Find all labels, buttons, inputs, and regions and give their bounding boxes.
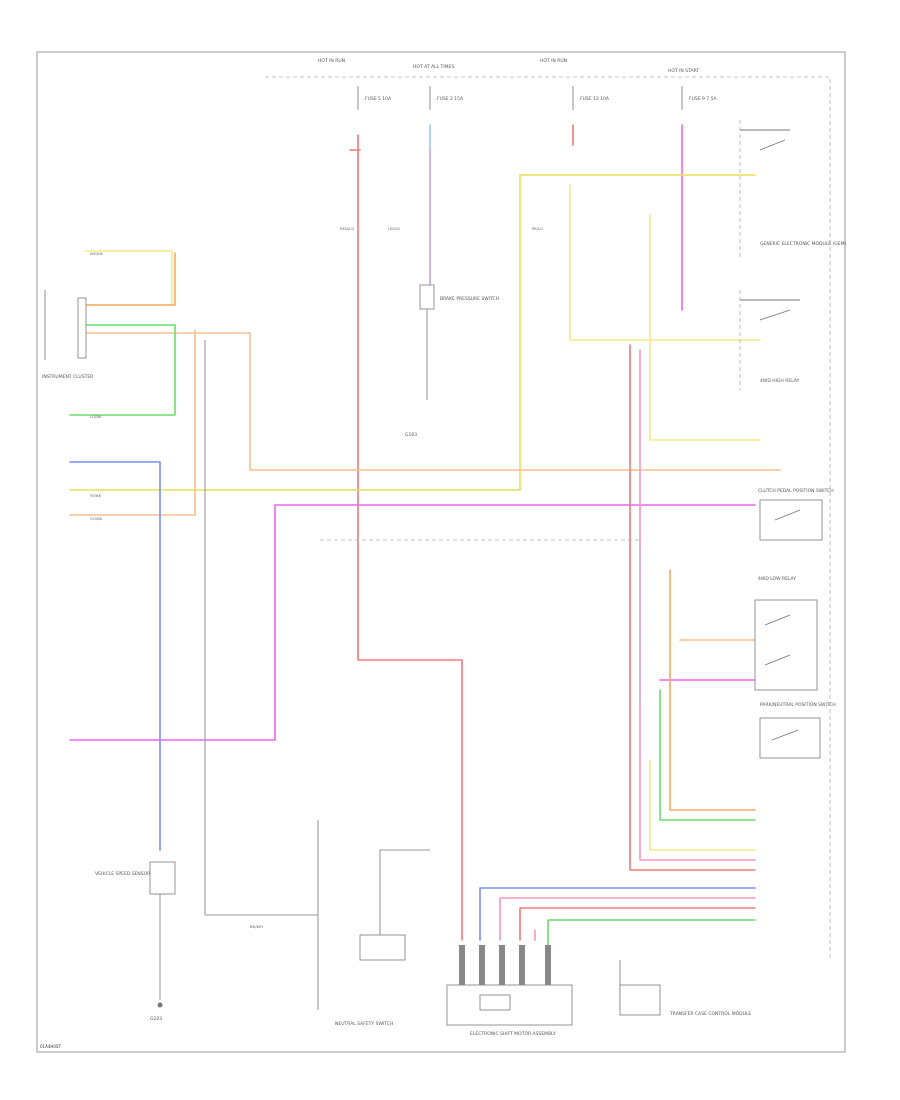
power-bus-dashed <box>265 76 831 960</box>
svg-text:TRANSFER CASE CONTROL MODULE: TRANSFER CASE CONTROL MODULE <box>669 1011 751 1017</box>
gem-relay-top: GENERIC ELECTRONIC MODULE (GEM) <box>739 120 847 260</box>
wire-code-1: RED/LG <box>340 226 354 231</box>
fuse-header-4: HOT IN START <box>668 68 699 74</box>
svg-text:NEUTRAL SAFETY SWITCH: NEUTRAL SAFETY SWITCH <box>335 1021 393 1027</box>
svg-text:BRAKE PRESSURE SWITCH: BRAKE PRESSURE SWITCH <box>440 296 499 302</box>
wire-code-2: LB/OG <box>388 226 400 231</box>
svg-text:PARK/NEUTRAL POSITION SWITCH: PARK/NEUTRAL POSITION SWITCH <box>760 702 836 708</box>
diagram-id: 01A4H0ST <box>40 1044 61 1049</box>
svg-text:4WD HIGH RELAY: 4WD HIGH RELAY <box>760 378 800 384</box>
wire-yellow-left <box>84 250 173 306</box>
wire-yellow-lower <box>649 759 756 851</box>
svg-text:VEHICLE SPEED SENSOR: VEHICLE SPEED SENSOR <box>95 871 150 877</box>
vehicle-speed-sensor: VEHICLE SPEED SENSOR <box>95 861 176 895</box>
wire-red-main <box>357 134 463 941</box>
gray-wire-cluster-down <box>204 340 318 916</box>
gem-relay-mid: 4WD HIGH RELAY <box>739 290 800 390</box>
neutral-safety-switch: NEUTRAL SAFETY SWITCH <box>335 934 406 1027</box>
svg-text:FUSE 5 10A: FUSE 5 10A <box>365 96 392 102</box>
wire-yellow-top <box>69 174 756 491</box>
fuse-3: FUSE 13 10A <box>572 86 610 110</box>
relay-4wd-high: PARK/NEUTRAL POSITION SWITCH <box>759 702 836 759</box>
wire-blue-motor <box>479 887 756 941</box>
svg-text:ELECTRONIC SHIFT MOTOR ASSEMBL: ELECTRONIC SHIFT MOTOR ASSEMBLY <box>470 1031 556 1037</box>
fuse-4: FUSE 9 7.5A <box>681 86 717 110</box>
svg-text:GENERIC ELECTRONIC MODULE (GEM: GENERIC ELECTRONIC MODULE (GEM) <box>760 241 847 247</box>
ground-g103: G103 <box>150 1002 163 1022</box>
fuse-2: FUSE 2 15A <box>429 86 464 110</box>
fuse-header-1: HOT IN RUN <box>318 58 345 64</box>
wire-orange-1 <box>84 252 176 306</box>
wire-lightyellow-1 <box>569 184 761 341</box>
svg-text:CLUTCH PEDAL POSITION SWITCH: CLUTCH PEDAL POSITION SWITCH <box>758 488 834 494</box>
wire-orange-3 <box>69 329 196 516</box>
svg-text:G103: G103 <box>405 432 417 438</box>
motor-pins <box>459 945 551 985</box>
wire-code-5: OG/BK <box>90 516 103 521</box>
wire-code-4: WH/LB <box>90 251 103 256</box>
gray-wire-dashed-gem <box>320 539 641 700</box>
transfer-case-control-module: TRANSFER CASE CONTROL MODULE <box>619 984 751 1017</box>
svg-text:G103: G103 <box>150 1016 162 1022</box>
wire-orange-2 <box>84 332 781 471</box>
wire-blue-sensor <box>69 461 161 851</box>
svg-text:4WD LOW RELAY: 4WD LOW RELAY <box>758 576 796 582</box>
instrument-cluster-connector: INSTRUMENT CLUSTER <box>42 290 93 380</box>
clutch-pedal-switch: CLUTCH PEDAL POSITION SWITCH <box>758 488 834 541</box>
relay-4wd-low: 4WD LOW RELAY <box>754 576 818 691</box>
svg-text:INSTRUMENT CLUSTER: INSTRUMENT CLUSTER <box>42 374 93 380</box>
wire-green-3 <box>547 919 756 951</box>
fuse-header-2: HOT AT ALL TIMES <box>413 64 454 70</box>
wire-red-motor <box>519 907 756 941</box>
wire-green-2 <box>659 689 756 821</box>
gray-wire-sw-top <box>379 849 430 880</box>
wire-pink-right2 <box>629 344 756 871</box>
wire-pink-motor <box>499 897 756 941</box>
diagram-frame <box>36 51 846 1053</box>
wire-green-1 <box>69 324 176 416</box>
wire-code-6: YE/BK <box>90 493 102 498</box>
wire-orange-relay <box>669 569 756 811</box>
wire-code-3: PK/LG <box>532 226 543 231</box>
svg-text:FUSE 2 15A: FUSE 2 15A <box>437 96 464 102</box>
wire-code-7: BK/WH <box>250 924 263 929</box>
electronic-shift-motor: ELECTRONIC SHIFT MOTOR ASSEMBLY <box>446 945 573 1037</box>
fuse-1: FUSE 5 10A <box>357 86 392 110</box>
svg-text:FUSE 13 10A: FUSE 13 10A <box>580 96 610 102</box>
wire-pink-right <box>639 349 756 861</box>
brake-pressure-switch: BRAKE PRESSURE SWITCH G103 <box>405 284 499 438</box>
wire-lightyellow-2 <box>649 214 761 441</box>
wire-magenta-long <box>69 504 756 741</box>
fuse-header-3: HOT IN RUN <box>540 58 567 64</box>
svg-text:FUSE 9 7.5A: FUSE 9 7.5A <box>689 96 717 102</box>
wire-code-8: LG/BK <box>90 414 102 419</box>
